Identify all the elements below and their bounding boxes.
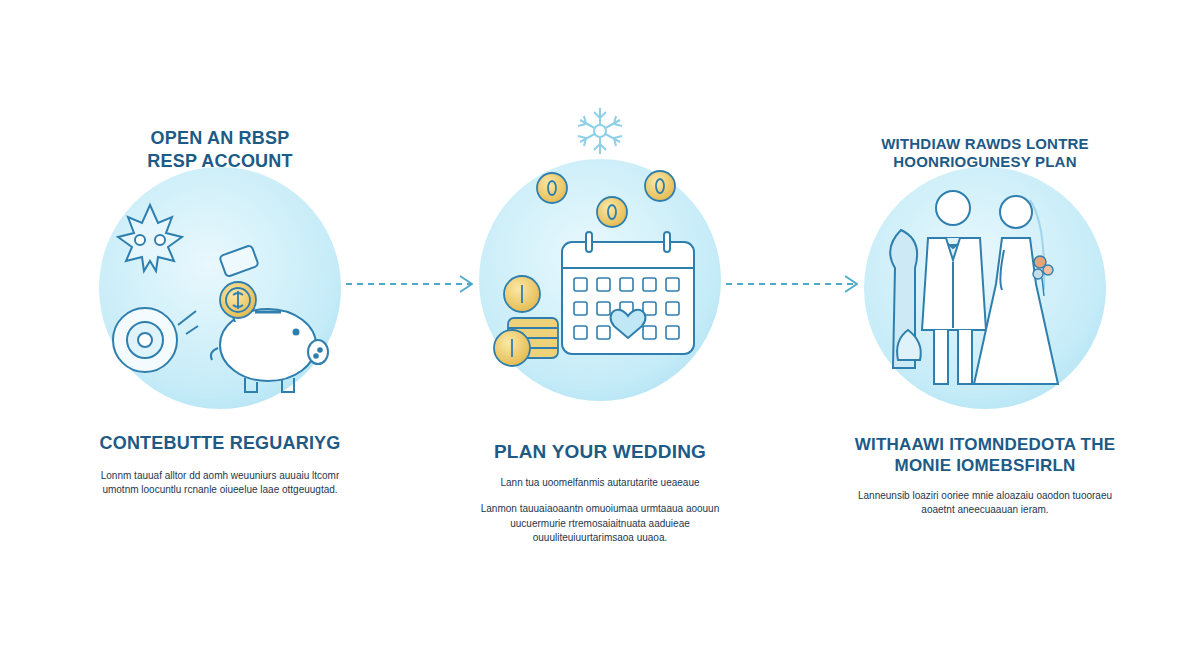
step-heading: WITHDIAW RAWDS LONTRE HOONRIOGUNESY PLAN (840, 135, 1130, 173)
flow-arrow (346, 283, 472, 285)
flow-arrow (726, 283, 857, 285)
step-heading: CONTEBUTTE REGUARIYG (70, 432, 370, 455)
step-circle: WITHDIAW RAWDS LONTRE HOONRIOGUNESY PLAN… (863, 166, 1107, 410)
falling-coins (537, 171, 675, 227)
calendar-icon (562, 232, 694, 354)
bouquet-icon (1033, 256, 1053, 296)
circle-outline (98, 166, 342, 410)
couple-illustration (890, 191, 1058, 384)
circle-outline (863, 166, 1107, 410)
step-heading: PLAN YOUR WEDDING (440, 440, 760, 464)
step-heading: WITHAAWI ITOMNDEDOTA THE MONIE IOMEBSFIR… (845, 434, 1125, 477)
snowflake-icon (578, 108, 622, 154)
coin-stack (494, 276, 558, 366)
coin-icons (220, 282, 256, 318)
step-description: Lonnm tauuaf alltor dd aomh weuuniurs au… (100, 469, 340, 498)
step-heading: OPEN AN RBSP RESP ACCOUNT (130, 127, 310, 172)
step-circle: OPEN AN RBSP RESP ACCOUNTCONTEBUTTE REGU… (98, 166, 342, 410)
circle-outline (478, 158, 722, 402)
savings-illustration (113, 205, 328, 392)
step-description: Lanneunsib loaziri ooriee mnie aloazaiu … (855, 489, 1115, 518)
step-description: Lanmon tauuaiaoaantn omuoiumaa urmtaaua … (470, 502, 730, 546)
step-description: Lann tua uoomelfanmis autarutarite ueaea… (470, 476, 730, 491)
step-circle: PLAN YOUR WEDDINGLann tua uoomelfanmis a… (478, 158, 722, 402)
